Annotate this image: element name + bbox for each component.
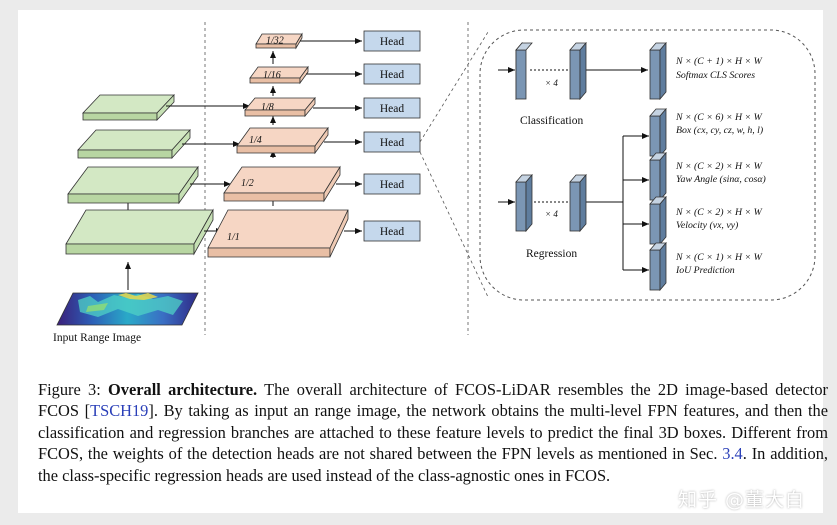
- fpn-level-1-1: 1/1: [207, 209, 349, 258]
- fpn-level-1-4: 1/4: [236, 126, 329, 155]
- reg-output-block-yaw: [649, 151, 667, 202]
- zoom-line-bottom: [419, 151, 489, 298]
- reg-output-block-velocity: [649, 195, 667, 246]
- cls-conv-block-1: [515, 41, 533, 101]
- fpn-level-1-8: 1/8: [244, 96, 316, 118]
- backbone-stage-1: [65, 208, 214, 256]
- reg-times-4-label: × 4: [545, 209, 558, 219]
- svg-text:Head: Head: [380, 36, 405, 48]
- head-box-1-32: Head: [363, 30, 421, 52]
- input-range-image: [56, 292, 199, 326]
- iou-dim-label: N × (C × 1) × H × W: [675, 252, 763, 263]
- head-box-1-1: Head: [363, 220, 421, 242]
- citation-link[interactable]: TSCH19: [90, 401, 149, 421]
- architecture-diagram: Input Range Image: [53, 22, 816, 344]
- cls-dim-label: N × (C + 1) × H × W: [675, 56, 763, 67]
- caption-title: Overall architecture.: [108, 380, 258, 399]
- box-dim-label: N × (C × 6) × H × W: [675, 112, 763, 123]
- reg-conv-block-2: [569, 173, 587, 233]
- yaw-desc-label: Yaw Angle (sinα, cosα): [676, 174, 766, 185]
- svg-text:Head: Head: [380, 179, 405, 191]
- yaw-dim-label: N × (C × 2) × H × W: [675, 161, 763, 172]
- backbone-stage-3: [77, 128, 191, 160]
- figure-number: Figure 3:: [38, 380, 101, 399]
- paper-page: Input Range Image: [18, 10, 828, 513]
- cls-desc-label: Softmax CLS Scores: [676, 70, 755, 81]
- head-box-1-4: Head: [363, 131, 421, 153]
- cls-conv-block-2: [569, 41, 587, 101]
- head-detail-panel: [479, 29, 816, 301]
- zoom-line-top: [419, 31, 489, 143]
- svg-text:1/2: 1/2: [241, 178, 254, 189]
- svg-text:1/8: 1/8: [261, 102, 274, 113]
- svg-text:1/1: 1/1: [227, 232, 240, 243]
- cls-times-4-label: × 4: [545, 78, 558, 88]
- cls-output-block: [649, 41, 667, 101]
- reg-output-block-box: [649, 107, 667, 158]
- fpn-level-1-32: 1/32: [255, 32, 303, 50]
- head-box-1-8: Head: [363, 97, 421, 119]
- iou-desc-label: IoU Prediction: [675, 265, 735, 276]
- box-desc-label: Box (cx, cy, cz, w, h, l): [676, 125, 763, 136]
- input-range-image-label: Input Range Image: [53, 332, 141, 344]
- backbone-stage-4: [82, 93, 175, 122]
- head-box-1-16: Head: [363, 63, 421, 85]
- head-box-1-2: Head: [363, 173, 421, 195]
- reg-conv-block-1: [515, 173, 533, 233]
- svg-text:Head: Head: [380, 226, 405, 238]
- svg-text:1/4: 1/4: [249, 135, 262, 146]
- velocity-dim-label: N × (C × 2) × H × W: [675, 207, 763, 218]
- section-ref-link[interactable]: 3.4: [722, 444, 743, 464]
- velocity-desc-label: Velocity (vx, vy): [676, 220, 738, 231]
- classification-label: Classification: [520, 115, 583, 127]
- svg-text:1/32: 1/32: [266, 36, 284, 47]
- caption-text-2: ]. By taking as input an range image, th…: [38, 401, 829, 464]
- backbone-stage-2: [67, 165, 199, 205]
- caption-text-3: . In addition, the class-specific regres…: [38, 444, 829, 485]
- svg-text:Head: Head: [380, 103, 405, 115]
- svg-text:Head: Head: [380, 137, 405, 149]
- regression-label: Regression: [526, 248, 577, 260]
- svg-text:1/16: 1/16: [263, 70, 281, 81]
- figure-caption: Figure 3: Overall architecture. The over…: [38, 379, 828, 486]
- caption-text-1: The overall architecture of FCOS-LiDAR r…: [38, 380, 829, 421]
- reg-output-block-iou: [649, 241, 667, 292]
- fpn-level-1-16: 1/16: [249, 65, 309, 85]
- fpn-level-1-2: 1/2: [223, 165, 341, 203]
- watermark: 知乎 @董大白: [677, 489, 805, 511]
- svg-text:Head: Head: [380, 69, 405, 81]
